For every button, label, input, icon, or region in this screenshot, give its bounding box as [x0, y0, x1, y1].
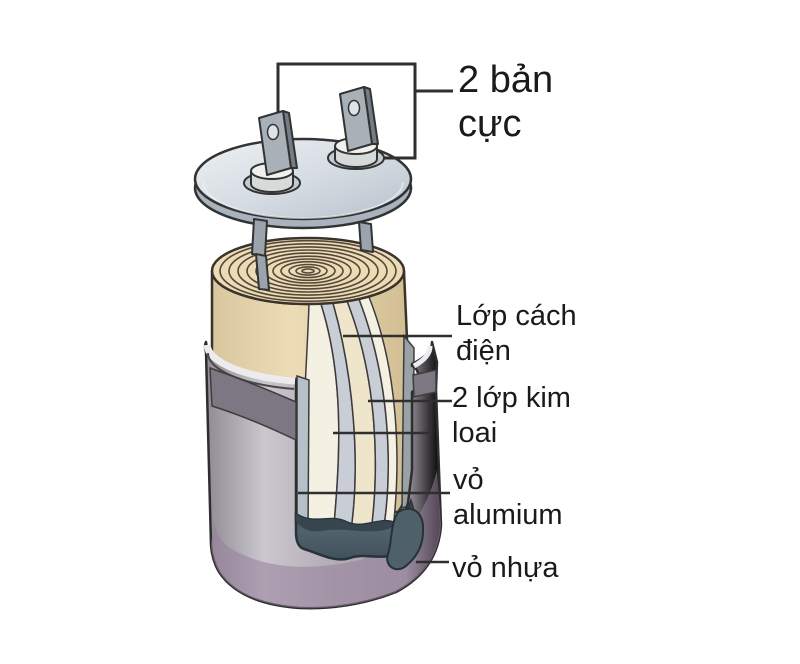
roll-spiral-top	[210, 236, 406, 306]
terminal-tab-left	[258, 110, 298, 176]
leader-lines	[298, 334, 452, 564]
label-insulation-layer: Lớp cách điện	[456, 299, 577, 370]
label-metal-line1: 2 lớp kim	[452, 382, 571, 414]
terminals-bracket	[276, 62, 453, 160]
label-aluminum-line1: vỏ	[453, 464, 484, 496]
aluminum-liner-left	[296, 374, 310, 540]
electrolyte-pool	[294, 497, 425, 571]
label-terminals: 2 bản cực	[458, 58, 553, 146]
label-plastic-case: vỏ nhựa	[452, 551, 558, 586]
label-insulation-line1: Lớp cách	[456, 300, 577, 332]
terminals	[243, 86, 385, 291]
case-bottom-purple	[211, 470, 441, 609]
roll-cut-face-layers	[296, 296, 415, 541]
label-insulation-line2: điện	[456, 335, 511, 368]
tab-hole-left	[266, 123, 280, 141]
terminal-tab-right	[339, 86, 379, 152]
electrolyte-overflow	[386, 507, 425, 571]
tab-hole-right	[347, 99, 361, 117]
terminal-leg-left	[251, 218, 270, 291]
label-terminals-line2: cực	[458, 103, 522, 146]
label-metal-line2: loai	[452, 417, 498, 450]
case-crimp-band-right	[412, 369, 437, 398]
leader-metal-layers	[333, 399, 452, 435]
label-aluminum-line2: alumium	[453, 499, 563, 532]
terminal-leg-right	[358, 221, 374, 253]
label-aluminum-case: vỏ alumium	[453, 463, 563, 534]
case-rim-lip-right	[412, 345, 433, 369]
case-crimp-band	[209, 366, 297, 442]
case-rim-lip	[203, 344, 296, 385]
label-metal-layers: 2 lớp kim loai	[452, 381, 571, 452]
label-terminals-line1: 2 bản	[458, 59, 554, 101]
label-plastic-line1: vỏ nhựa	[452, 552, 559, 584]
